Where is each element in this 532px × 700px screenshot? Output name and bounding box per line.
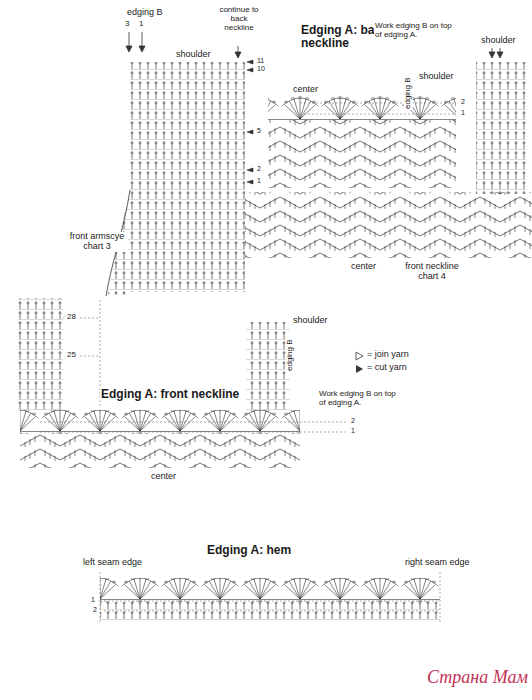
chart-label: 2 xyxy=(256,165,262,173)
chart-label: 11 xyxy=(256,57,265,65)
watermark: Страна Мам xyxy=(426,668,529,688)
chart-label: shoulder xyxy=(175,50,212,60)
chart-label: center xyxy=(292,85,319,95)
chart-label: edging B xyxy=(404,76,413,110)
chart-label: edging B xyxy=(126,8,164,18)
chart-label: 10 xyxy=(256,65,266,73)
chart-label: Work edging B on top of edging A. xyxy=(318,390,402,408)
chart-label: continue to back neckline xyxy=(214,6,264,32)
chart-label: 2 xyxy=(460,98,466,106)
chart-label: 28 xyxy=(66,313,77,322)
chart-label: center xyxy=(150,472,177,482)
chart-label: left seam edge xyxy=(82,558,143,568)
chart-label: 2 xyxy=(350,417,356,425)
chart-label: right seam edge xyxy=(404,558,471,568)
section-heading: Edging A: front neckline xyxy=(100,388,240,401)
chart-label: 1 xyxy=(90,596,96,604)
chart-label: edging B xyxy=(286,338,295,372)
chart-label: front armscye chart 3 xyxy=(66,232,128,252)
chart-label: 1 xyxy=(460,109,466,117)
section-heading: Edging A: hem xyxy=(206,544,292,557)
chart-label: 5 xyxy=(256,127,262,135)
chart-label: center xyxy=(350,262,377,272)
legend-text: = join yarn xyxy=(366,350,410,360)
chart-label: 2 xyxy=(92,606,98,614)
chart-label: Work edging B on top of edging A. xyxy=(374,22,458,40)
chart-label: 3 xyxy=(124,20,130,29)
chart-label: 1 xyxy=(256,177,262,185)
legend-text: = cut yarn xyxy=(366,363,408,373)
chart-label: front neckline chart 4 xyxy=(396,262,468,282)
chart-label: 1 xyxy=(138,20,144,29)
chart-label: shoulder xyxy=(292,316,329,326)
chart-label: 25 xyxy=(66,351,77,360)
chart-label: shoulder xyxy=(418,72,455,82)
chart-label: 1 xyxy=(350,427,356,435)
chart-label: shoulder xyxy=(480,36,517,46)
